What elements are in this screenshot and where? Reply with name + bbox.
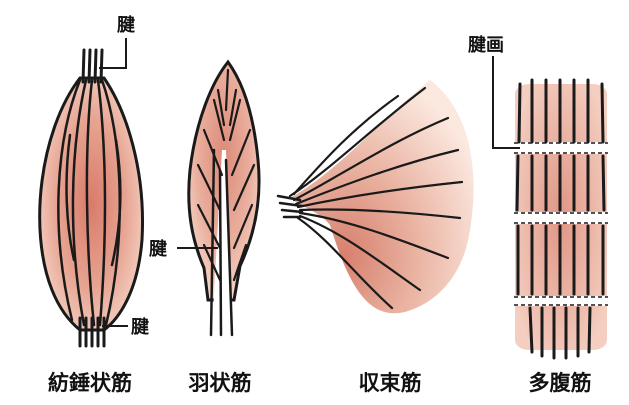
fusiform-leader-top: [99, 38, 127, 69]
fusiform-muscle: 腱 腱: [38, 15, 150, 348]
tendinous-intersection-label: 腱画: [468, 35, 504, 56]
convergent-fibers: [288, 86, 464, 310]
fusiform-tendon-bottom-label: 腱: [131, 317, 150, 338]
fusiform-tendon-top-label: 腱: [117, 15, 136, 36]
pennate-fibers: [196, 68, 256, 282]
tendinous-intersection-2: [512, 212, 610, 224]
caption-multigastric: 多腹筋: [529, 371, 592, 395]
pennate-tendon-lines: [209, 148, 234, 337]
convergent-tendon: [276, 194, 304, 219]
multigastric-leader: [492, 56, 520, 149]
caption-pennate: 羽状筋: [189, 371, 252, 395]
intersection-dashes: [514, 142, 608, 306]
multigastric-fibers-seg3: [516, 224, 605, 296]
caption-convergent: 収束筋: [359, 371, 422, 395]
multigastric-fibers-seg2: [515, 154, 606, 212]
convergent-muscle: [276, 80, 474, 314]
tendinous-intersection-1: [512, 142, 610, 154]
fusiform-tendon-top: [81, 48, 104, 84]
fusiform-fibers: [57, 78, 122, 327]
caption-fusiform: 紡錘状筋: [48, 371, 132, 395]
fusiform-tendon-bottom: [78, 316, 106, 348]
tendinous-intersection-3: [512, 296, 610, 306]
pennate-muscle: 腱: [149, 59, 261, 337]
multigastric-muscle: 腱画: [468, 35, 610, 360]
multigastric-fibers-seg1: [517, 78, 605, 144]
multigastric-tendon-bottom: [528, 306, 592, 360]
convergent-belly: [290, 80, 474, 314]
pennate-tendon-label: 腱: [149, 239, 168, 260]
